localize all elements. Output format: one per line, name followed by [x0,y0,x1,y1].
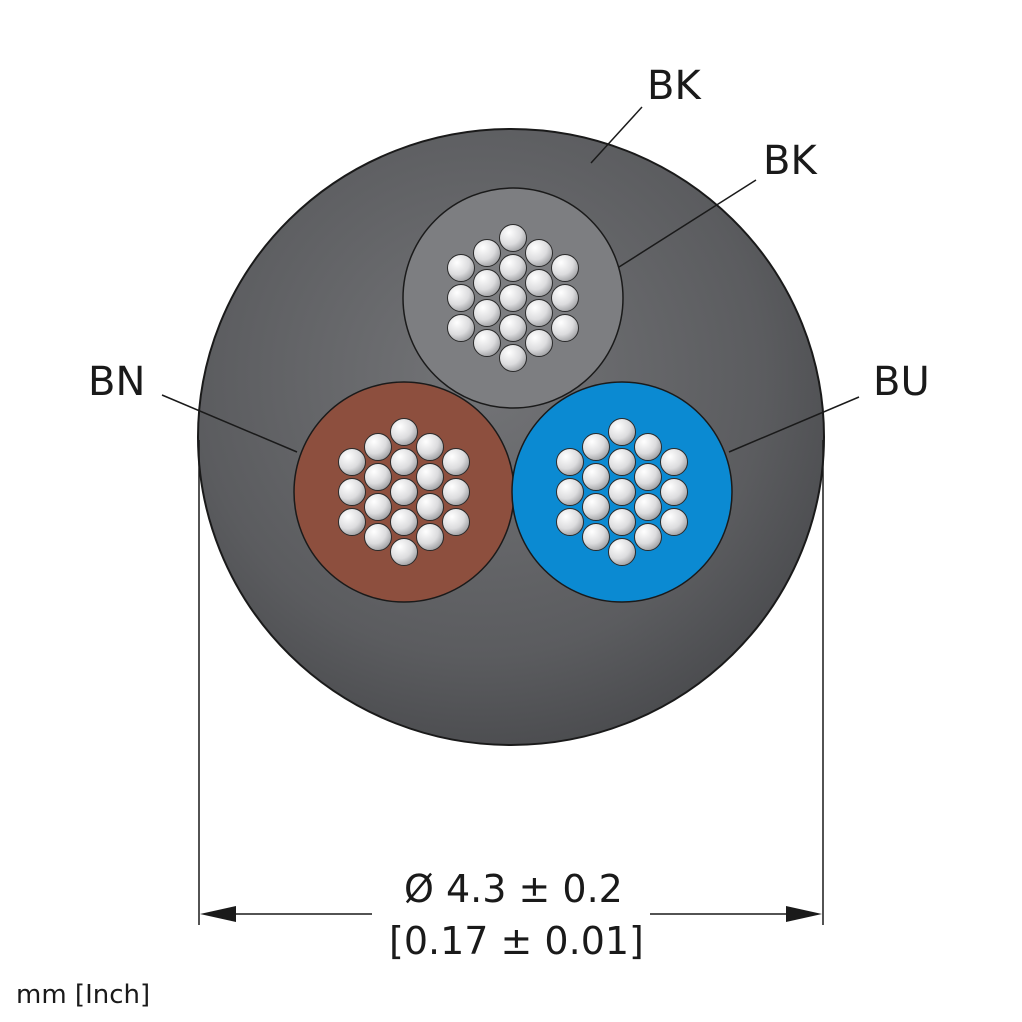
strand-wire [416,463,444,491]
strand-wire [416,433,444,461]
strand-wire [551,314,579,342]
strand-wire [556,448,584,476]
strand-wire [416,523,444,551]
strand-wire [525,239,553,267]
strand-wire [364,433,392,461]
strand-wire [660,448,688,476]
label-core-brown-bn: BN [88,359,146,405]
strand-wire [582,433,610,461]
strand-wire [525,299,553,327]
strand-wire [608,538,636,566]
label-core-black-bk: BK [763,138,817,184]
leader-line-jacket [590,106,643,164]
strand-wire [582,523,610,551]
strand-wire [582,493,610,521]
strand-wire [390,538,418,566]
core-blue-strands [556,418,688,566]
strand-wire [608,418,636,446]
strand-wire [416,493,444,521]
strand-wire [390,448,418,476]
strand-wire [608,448,636,476]
dimension-arrow-left [200,906,236,922]
leader-line-core-blue [728,396,860,453]
strand-wire [473,269,501,297]
strand-wire [525,329,553,357]
strand-wire [442,448,470,476]
strand-wire [447,314,475,342]
strand-wire [499,284,527,312]
strand-wire [634,493,662,521]
strand-wire [499,254,527,282]
strand-wire [660,508,688,536]
strand-wire [338,508,366,536]
strand-wire [499,344,527,372]
strand-wire [364,523,392,551]
label-jacket-bk: BK [647,63,701,109]
strand-wire [634,463,662,491]
strand-wire [634,433,662,461]
strand-wire [390,418,418,446]
strand-wire [582,463,610,491]
strand-wire [556,478,584,506]
dimension-arrow-right [786,906,822,922]
strand-wire [551,284,579,312]
strand-wire [364,493,392,521]
core-black-strands [447,224,579,372]
dimension-value-inch: [0.17 ± 0.01] [389,919,644,963]
strand-wire [556,508,584,536]
strand-wire [499,314,527,342]
strand-wire [634,523,662,551]
strand-wire [473,239,501,267]
strand-wire [338,478,366,506]
strand-wire [608,508,636,536]
strand-wire [447,284,475,312]
strand-wire [525,269,553,297]
strand-wire [338,448,366,476]
leader-line-core-black [618,179,757,268]
units-note: mm [Inch] [16,980,151,1010]
strand-wire [473,299,501,327]
dimension-value-mm: Ø 4.3 ± 0.2 [404,867,623,911]
core-brown-strands [338,418,470,566]
label-core-blue-bu: BU [873,359,930,405]
strand-wire [499,224,527,252]
strand-wire [608,478,636,506]
strand-wire [473,329,501,357]
strand-wire [442,508,470,536]
strand-wire [390,508,418,536]
strand-wire [442,478,470,506]
leader-line-core-brown [161,394,298,453]
strand-wire [447,254,475,282]
strand-wire [551,254,579,282]
strand-wire [364,463,392,491]
strand-wire [660,478,688,506]
strand-wire [390,478,418,506]
